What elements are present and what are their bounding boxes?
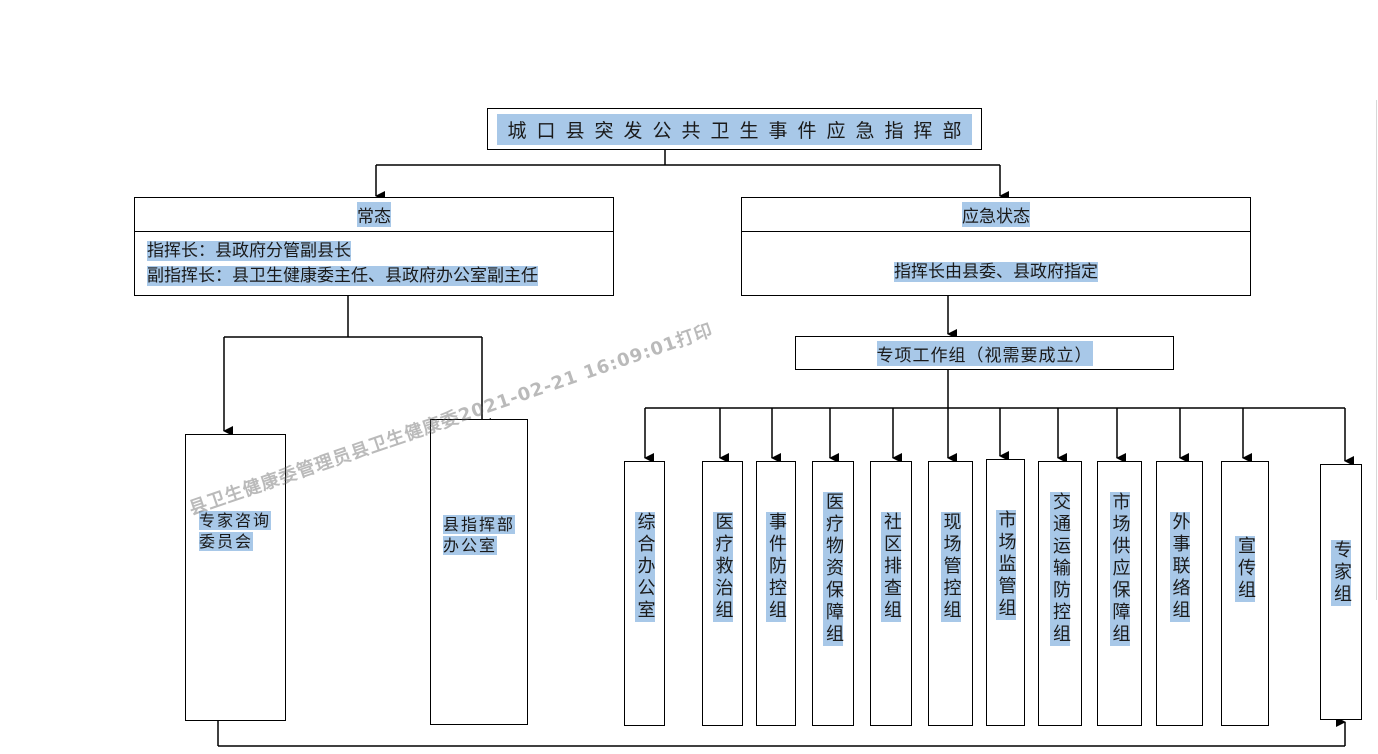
county-office-box: 县指挥部办公室	[430, 419, 528, 725]
normal-state-body: 指挥长：县政府分管副县长 副指挥长：县卫生健康委主任、县政府办公室副主任	[147, 239, 538, 289]
group-box: 事件防控组	[756, 461, 796, 726]
group-box: 现场管控组	[928, 461, 973, 726]
group-box: 市场监管组	[986, 459, 1025, 726]
group-box: 外事联络组	[1156, 461, 1203, 726]
group-box: 市场供应保障组	[1097, 461, 1142, 726]
page-edge	[1376, 100, 1377, 600]
group-box: 交通运输防控组	[1038, 461, 1082, 726]
root-command-box: 城口县突发公共卫生事件应急指挥部	[487, 108, 982, 150]
special-groups-label: 专项工作组（视需要成立）	[876, 340, 1093, 366]
group-label: 事件防控组	[766, 512, 787, 622]
group-label: 外事联络组	[1169, 512, 1191, 622]
group-label: 专家组	[1331, 540, 1352, 606]
emergency-state-box: 应急状态 指挥长由县委、县政府指定	[741, 197, 1251, 296]
group-box: 社区排查组	[870, 461, 912, 726]
group-label: 市场供应保障组	[1109, 492, 1131, 646]
expert-committee-box: 专家咨询委员会	[185, 434, 286, 721]
emergency-state-body: 指挥长由县委、县政府指定	[742, 260, 1250, 285]
expert-committee-label: 专家咨询委员会	[199, 511, 272, 551]
normal-state-header: 常态	[135, 198, 613, 232]
emergency-commander-text: 指挥长由县委、县政府指定	[894, 262, 1098, 282]
group-label: 综合办公室	[634, 512, 656, 622]
group-box: 专家组	[1320, 464, 1362, 720]
group-box: 医疗物资保障组	[812, 461, 854, 726]
emergency-state-header: 应急状态	[742, 198, 1250, 232]
deputy-commander-text: 副指挥长：县卫生健康委主任、县政府办公室副主任	[147, 266, 538, 286]
group-box: 综合办公室	[624, 461, 665, 726]
group-label: 现场管控组	[940, 512, 962, 622]
normal-state-box: 常态 指挥长：县政府分管副县长 副指挥长：县卫生健康委主任、县政府办公室副主任	[134, 197, 614, 296]
group-box: 医疗救治组	[702, 461, 743, 726]
group-box: 宣传组	[1221, 461, 1269, 726]
group-label: 交通运输防控组	[1050, 492, 1071, 646]
group-label: 市场监管组	[995, 510, 1017, 620]
commander-text: 指挥长：县政府分管副县长	[147, 241, 351, 261]
county-office-label: 县指挥部办公室	[443, 515, 516, 555]
special-groups-box: 专项工作组（视需要成立）	[795, 336, 1174, 370]
group-label: 医疗救治组	[712, 512, 734, 622]
group-label: 宣传组	[1235, 536, 1256, 602]
root-title: 城口县突发公共卫生事件应急指挥部	[497, 113, 972, 145]
group-label: 社区排查组	[881, 512, 902, 622]
group-label: 医疗物资保障组	[823, 492, 844, 646]
